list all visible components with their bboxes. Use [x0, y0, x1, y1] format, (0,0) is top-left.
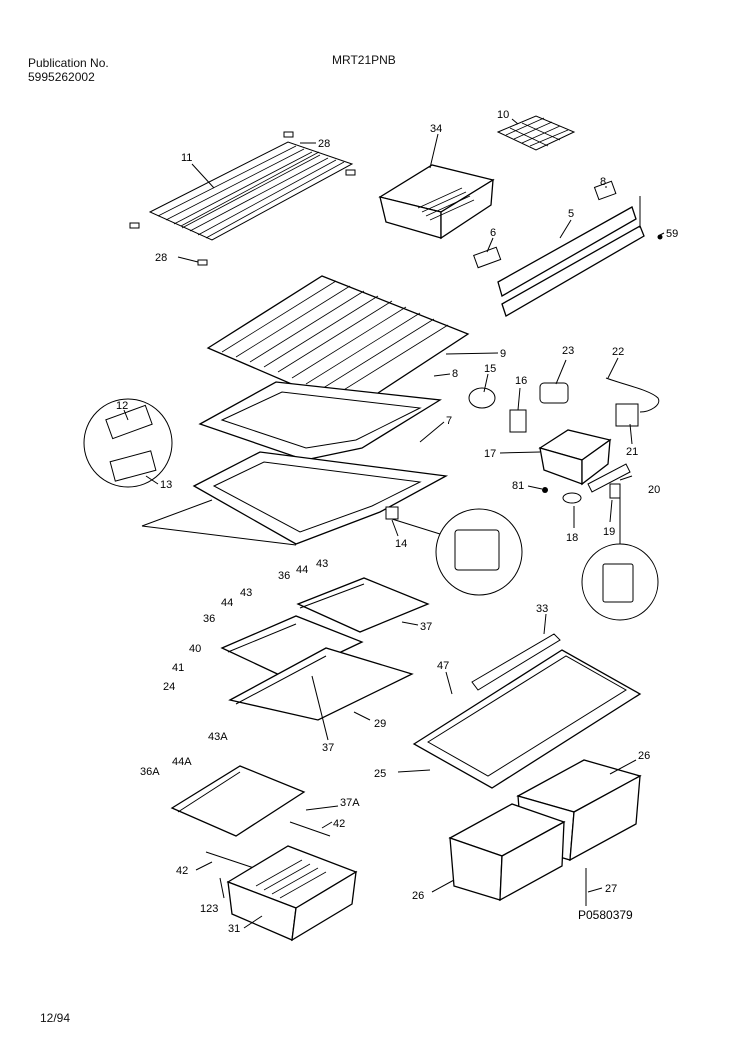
callout-27: 27	[605, 883, 617, 895]
frame-part	[198, 381, 442, 461]
callout-19: 19	[603, 526, 615, 538]
callout-37A: 37A	[340, 797, 360, 809]
callout-44: 44	[296, 564, 308, 576]
callout-34: 34	[430, 123, 442, 135]
callout-29: 29	[374, 718, 386, 730]
revision-date: 12/94	[40, 1011, 71, 1025]
callout-44A: 44A	[172, 756, 192, 768]
model-number: MRT21PNB	[332, 53, 396, 67]
callout-25: 25	[374, 768, 386, 780]
callout-31: 31	[228, 923, 240, 935]
callout-26: 26	[638, 750, 650, 762]
door-bin-inset	[83, 398, 297, 546]
callout-36A: 36A	[140, 766, 160, 778]
callout-11: 11	[181, 152, 192, 164]
callout-labels: 11 28 28 34 10 8 5 6 59 9 8 7 12 13 15 1…	[116, 109, 678, 935]
callout-7: 7	[446, 415, 452, 427]
callout-22: 22	[612, 346, 624, 358]
callout-21: 21	[626, 446, 638, 458]
callout-43A: 43A	[208, 731, 228, 743]
crisper-cover-part	[412, 633, 642, 789]
callout-8: 8	[600, 176, 606, 188]
callout-6: 6	[490, 227, 496, 239]
callout-36: 36	[203, 613, 215, 625]
callout-37: 37	[420, 621, 432, 633]
callout-16: 16	[515, 375, 527, 387]
callout-42: 42	[333, 818, 345, 830]
callout-44: 44	[221, 597, 233, 609]
callout-20: 20	[648, 484, 660, 496]
publication-label: Publication No.	[28, 56, 109, 70]
callout-13: 13	[160, 479, 172, 491]
callout-23: 23	[562, 345, 574, 357]
callout-18: 18	[566, 532, 578, 544]
callout-8: 8	[452, 368, 458, 380]
callout-37: 37	[322, 742, 334, 754]
callout-41: 41	[172, 662, 184, 674]
light-assembly-part	[468, 377, 660, 621]
publication-number: 5995262002	[28, 70, 95, 84]
callout-12: 12	[116, 400, 128, 412]
diagram-reference-number: P0580379	[578, 908, 633, 922]
callout-28: 28	[155, 252, 167, 264]
callout-9: 9	[500, 348, 506, 360]
callout-17: 17	[484, 448, 496, 460]
callout-33: 33	[536, 603, 548, 615]
callout-24: 24	[163, 681, 175, 693]
callout-5: 5	[568, 208, 574, 220]
lower-shelf-part	[170, 765, 358, 942]
callout-40: 40	[189, 643, 201, 655]
crisper-drawer-part	[448, 759, 642, 906]
callout-81: 81	[512, 480, 524, 492]
callout-47: 47	[437, 660, 449, 672]
callout-28: 28	[318, 138, 330, 150]
callout-10: 10	[497, 109, 509, 121]
callout-42: 42	[176, 865, 188, 877]
callout-43: 43	[240, 587, 252, 599]
callout-15: 15	[484, 363, 496, 375]
ice-bin-part	[378, 164, 495, 240]
callout-14: 14	[395, 538, 407, 550]
wire-shelf-part	[129, 131, 356, 266]
glass-shelf-part	[220, 577, 430, 721]
rail-bracket-part	[473, 180, 663, 317]
control-inset	[385, 506, 523, 596]
callout-26: 26	[412, 890, 424, 902]
bottom-frame-part	[192, 451, 449, 545]
callout-123: 123	[200, 903, 218, 915]
ice-tray-part	[496, 115, 576, 151]
callout-36: 36	[278, 570, 290, 582]
callout-leader-lines	[123, 118, 665, 929]
callout-43: 43	[316, 558, 328, 570]
callout-59: 59	[666, 228, 678, 240]
